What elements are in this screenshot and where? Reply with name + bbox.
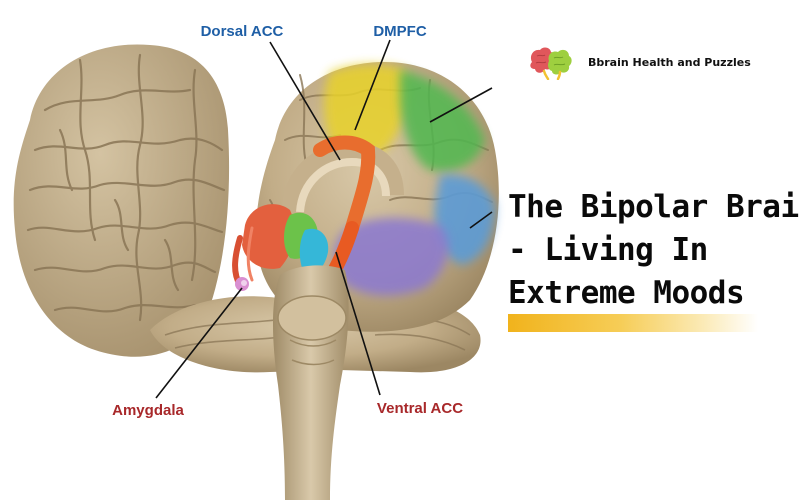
brand-header: Bbrain Health and Puzzles bbox=[526, 44, 786, 80]
label-dmpfc: DMPFC bbox=[373, 23, 426, 40]
pointer-line-frontal-blue bbox=[469, 211, 493, 229]
headline-line: - Living In bbox=[508, 232, 708, 268]
label-ventral-acc: Ventral ACC bbox=[377, 400, 463, 417]
two-colored-brains-logo-icon bbox=[530, 47, 572, 80]
label-dorsal-acc: Dorsal ACC bbox=[201, 23, 284, 40]
pointer-line-frontal-green bbox=[429, 87, 493, 123]
pointer-line-amygdala bbox=[155, 287, 243, 399]
accent-gradient-bar bbox=[508, 314, 758, 332]
label-amygdala: Amygdala bbox=[112, 402, 184, 419]
colored-regions bbox=[324, 64, 495, 296]
deep-structures bbox=[232, 204, 329, 291]
pointer-line-dmpfc bbox=[354, 39, 391, 131]
brainstem bbox=[273, 265, 349, 500]
headline-title: The Bipolar Brain - Living In Extreme Mo… bbox=[508, 186, 800, 315]
left-hemisphere bbox=[13, 44, 230, 357]
pointer-lines bbox=[155, 39, 493, 399]
pointer-line-dorsal-acc bbox=[269, 41, 341, 161]
headline-line: Extreme Moods bbox=[508, 275, 745, 311]
headline-line: The Bipolar Brain bbox=[508, 189, 800, 225]
pointer-line-ventral-acc bbox=[335, 251, 381, 396]
brand-name: Bbrain Health and Puzzles bbox=[588, 55, 751, 69]
